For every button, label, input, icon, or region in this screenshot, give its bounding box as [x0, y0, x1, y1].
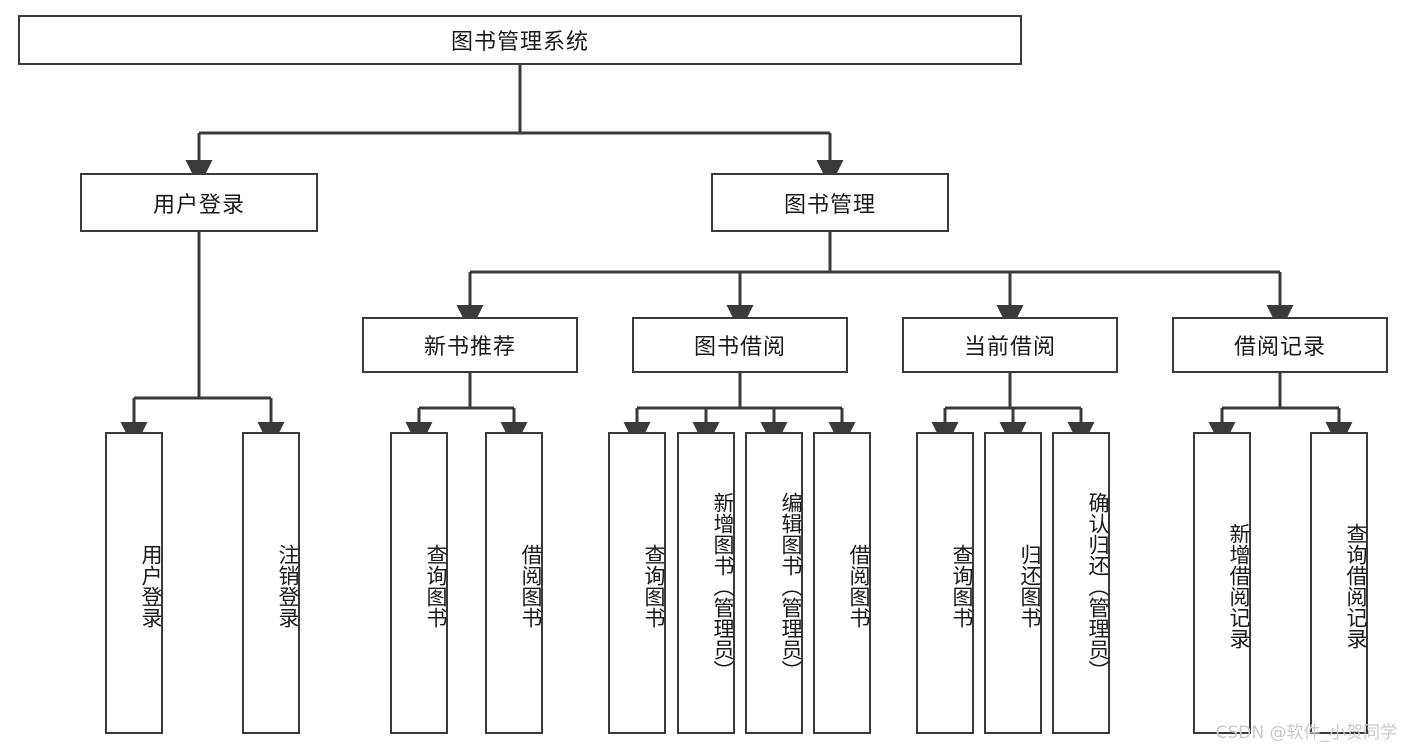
node-root[interactable]: 图书管理系统 — [18, 15, 1022, 65]
leaf-user-login-logout[interactable]: 注销登录 — [242, 432, 300, 734]
leaf-label: 编辑图书（管理员） — [779, 491, 803, 681]
leaf-label: 借阅图书 — [519, 544, 543, 628]
node-book-borrow[interactable]: 图书借阅 — [632, 317, 848, 373]
leaf-borrow-query-book[interactable]: 查询图书 — [608, 432, 666, 734]
leaf-label: 查询借阅记录 — [1344, 523, 1368, 649]
leaf-label: 新增借阅记录 — [1227, 523, 1251, 649]
leaf-record-query-record[interactable]: 查询借阅记录 — [1310, 432, 1368, 734]
leaf-label: 确认归还（管理员） — [1086, 491, 1110, 681]
node-book-management-label: 图书管理 — [783, 192, 876, 218]
node-book-management[interactable]: 图书管理 — [711, 173, 949, 232]
node-current-borrow-label: 当前借阅 — [963, 335, 1056, 360]
leaf-label: 查询图书 — [424, 544, 448, 628]
node-new-book-recommend[interactable]: 新书推荐 — [362, 317, 578, 373]
leaf-recommend-borrow-book[interactable]: 借阅图书 — [485, 432, 543, 734]
leaf-record-add-record[interactable]: 新增借阅记录 — [1193, 432, 1251, 734]
leaf-label: 借阅图书 — [847, 544, 871, 628]
leaf-borrow-add-book-admin[interactable]: 新增图书（管理员） — [677, 432, 735, 734]
leaf-label: 用户登录 — [139, 544, 163, 628]
node-borrow-record-label: 借阅记录 — [1233, 335, 1326, 360]
node-current-borrow[interactable]: 当前借阅 — [902, 317, 1118, 373]
leaf-borrow-borrow-book[interactable]: 借阅图书 — [813, 432, 871, 734]
leaf-label: 新增图书（管理员） — [711, 491, 735, 681]
leaf-label: 查询图书 — [950, 544, 974, 628]
leaf-label: 注销登录 — [276, 544, 300, 628]
node-root-label: 图书管理系统 — [450, 30, 589, 55]
leaf-recommend-query-book[interactable]: 查询图书 — [390, 432, 448, 734]
leaf-label: 归还图书 — [1018, 544, 1042, 628]
node-borrow-record[interactable]: 借阅记录 — [1172, 317, 1388, 373]
leaf-user-login-login[interactable]: 用户登录 — [105, 432, 163, 734]
leaf-current-query-book[interactable]: 查询图书 — [916, 432, 974, 734]
node-book-borrow-label: 图书借阅 — [693, 335, 786, 360]
leaf-borrow-edit-book-admin[interactable]: 编辑图书（管理员） — [745, 432, 803, 734]
leaf-label: 查询图书 — [642, 544, 666, 628]
leaf-current-confirm-return-admin[interactable]: 确认归还（管理员） — [1052, 432, 1110, 734]
node-user-login-label: 用户登录 — [152, 192, 245, 218]
leaf-current-return-book[interactable]: 归还图书 — [984, 432, 1042, 734]
node-new-book-recommend-label: 新书推荐 — [423, 335, 516, 360]
node-user-login[interactable]: 用户登录 — [80, 173, 318, 232]
